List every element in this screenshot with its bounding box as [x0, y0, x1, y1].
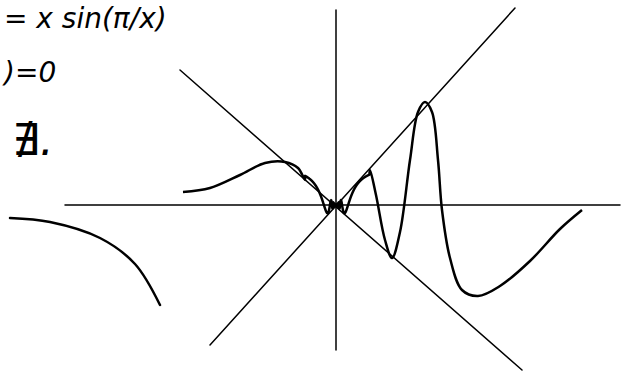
y-axis: [335, 10, 337, 350]
oscillating-curve: [336, 102, 582, 296]
handwritten-note: ∄.: [12, 116, 54, 164]
line-y-equals-minus-x: [180, 70, 522, 370]
oscillating-curve: [183, 161, 336, 213]
handwritten-note: = x sin(π/x): [4, 4, 167, 35]
handwritten-note: )=0: [4, 58, 56, 89]
sketch-curve: [10, 218, 160, 305]
